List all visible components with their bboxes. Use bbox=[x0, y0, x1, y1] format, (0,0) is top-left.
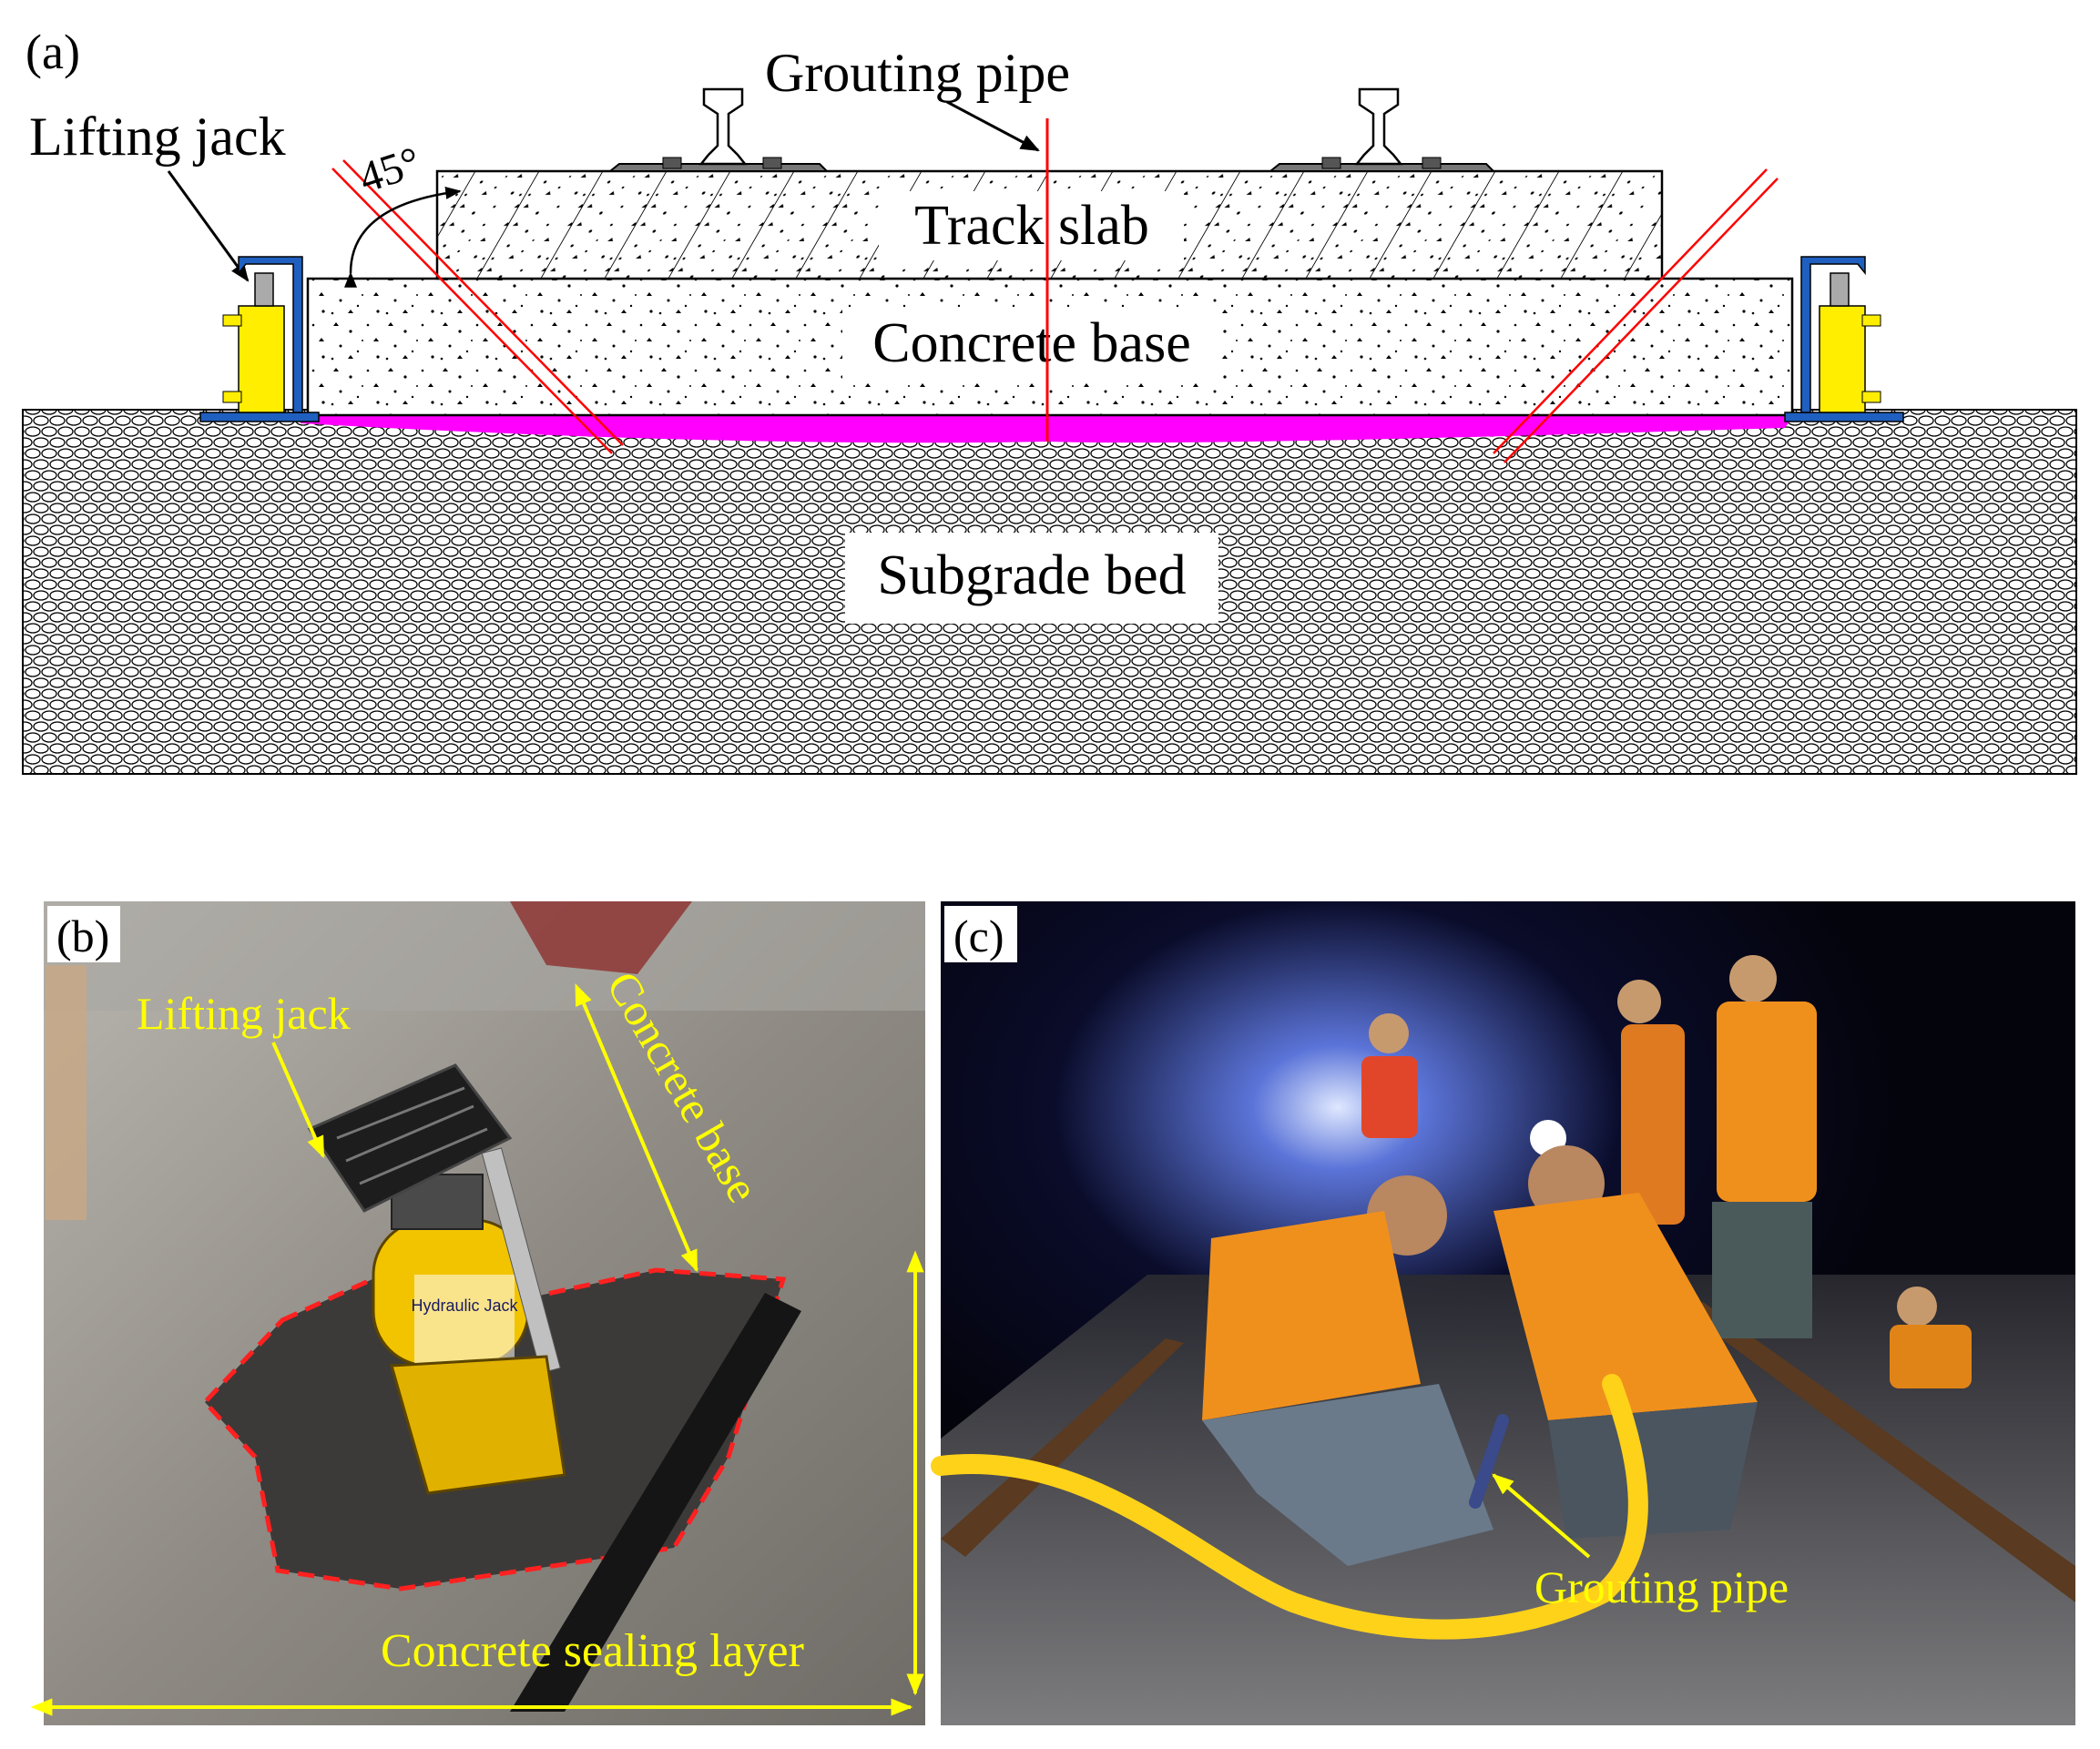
angle-label: 45° bbox=[353, 137, 426, 202]
track-slab-label-bg bbox=[879, 191, 1184, 260]
lifting-jack-right bbox=[1784, 256, 1904, 422]
angle-arc bbox=[343, 187, 462, 288]
steel-bar bbox=[510, 1293, 801, 1712]
worker-arm bbox=[46, 965, 87, 1220]
panel-a-schematic: (a) Subgrade bed Concrete base Track sla… bbox=[22, 25, 2077, 775]
concrete-base bbox=[306, 277, 1794, 417]
jack-plate-text: Hydraulic Jack bbox=[411, 1296, 518, 1315]
yellow-hose bbox=[931, 1374, 1648, 1640]
panel-c-tag: (c) bbox=[953, 910, 1004, 961]
c-grouting-pipe-label: Grouting pipe bbox=[1534, 1561, 1789, 1612]
subgrade-label-bg bbox=[845, 533, 1218, 624]
b-concrete-sealing-layer-label: Concrete sealing layer bbox=[381, 1625, 804, 1677]
rail-right bbox=[1268, 87, 1496, 172]
track-slab-label: Track slab bbox=[914, 195, 1149, 257]
worker-background-3 bbox=[1712, 955, 1817, 1338]
worker-background-1 bbox=[1361, 1013, 1418, 1138]
inclined-pipe-right bbox=[1493, 168, 1779, 463]
rail-left-photo bbox=[941, 1338, 1184, 1557]
lifting-jack-left bbox=[199, 256, 320, 422]
photo-jack: Hydraulic Jack bbox=[307, 1063, 566, 1495]
rail-right-photo bbox=[1685, 1302, 2075, 1602]
grouting-pipe-label: Grouting pipe bbox=[765, 43, 1070, 103]
red-object bbox=[510, 901, 692, 974]
lifting-jack-label: Lifting jack bbox=[29, 107, 286, 167]
panel-b-tag: (b) bbox=[56, 910, 109, 961]
concrete-base-label-bg bbox=[842, 308, 1220, 381]
b-concrete-base-arrow bbox=[575, 983, 698, 1273]
b-lifting-jack-arrow bbox=[271, 1042, 325, 1159]
lifting-jack-leader bbox=[167, 170, 250, 282]
b-lifting-jack-label: Lifting jack bbox=[137, 988, 351, 1039]
subgrade-bed-label: Subgrade bed bbox=[877, 544, 1186, 606]
grouting-pipe-leader bbox=[946, 100, 1040, 152]
worker-front-left bbox=[1202, 1175, 1493, 1566]
panel-a-tag: (a) bbox=[25, 25, 80, 79]
rail-left bbox=[607, 87, 830, 172]
worker-background-2 bbox=[1617, 980, 1685, 1225]
concrete-base-label: Concrete base bbox=[872, 312, 1190, 374]
panel-c-photo: (c) Grouting pipe bbox=[931, 901, 2075, 1725]
worker-kneeling bbox=[1890, 1286, 1972, 1388]
panel-b-photo: Hydraulic Jack (b) Lifting jack Concrete… bbox=[30, 901, 925, 1725]
worker-front-right bbox=[1493, 1145, 1758, 1539]
grouting-pipe-nozzle bbox=[1469, 1414, 1509, 1509]
c-grouting-pipe-arrow bbox=[1492, 1473, 1591, 1559]
